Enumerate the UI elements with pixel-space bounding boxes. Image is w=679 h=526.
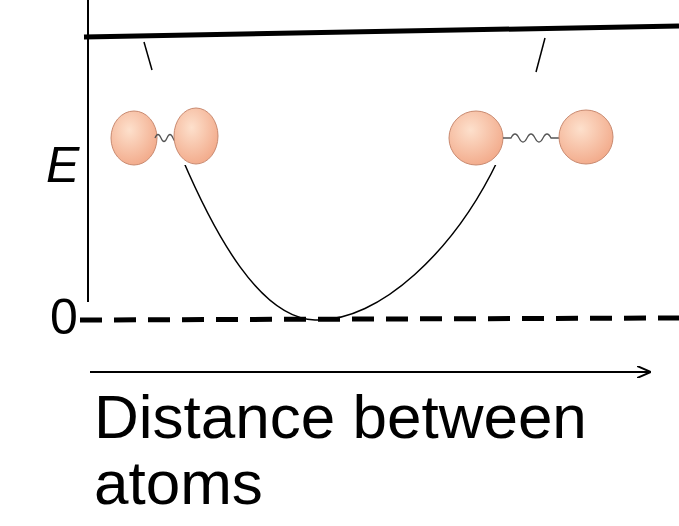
leader-line bbox=[144, 42, 152, 70]
axis-label: E bbox=[46, 138, 79, 193]
stretched-molecule bbox=[448, 105, 614, 165]
leader-line bbox=[536, 38, 545, 72]
zero-energy-line bbox=[80, 318, 679, 320]
axis-title: Distance between atoms bbox=[94, 384, 634, 515]
distance-axis bbox=[90, 371, 650, 373]
potential-curve bbox=[182, 158, 498, 320]
compressed-molecule bbox=[110, 105, 220, 165]
zero-label: 0 bbox=[50, 290, 78, 345]
energy-axis bbox=[87, 0, 89, 302]
total-energy-line bbox=[84, 26, 679, 37]
